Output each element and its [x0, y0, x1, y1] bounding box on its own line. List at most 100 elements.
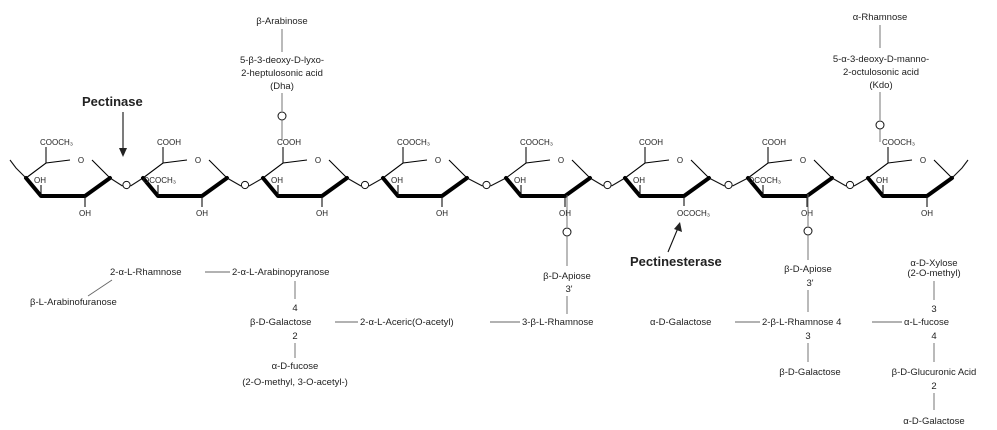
- ring-2-link-oxygen: [240, 180, 250, 190]
- kdo-line1: 5-α-3-deoxy-D-manno-: [833, 54, 929, 65]
- ring-7-front-edge: [746, 176, 834, 198]
- ring-6-c3-label: OH: [633, 176, 645, 185]
- ring-8-front-edge: [866, 176, 954, 198]
- arabinofuranose: β-L-Arabinofuranose: [30, 297, 117, 308]
- left-link-2: 2: [292, 331, 297, 342]
- ring-3-ring-oxygen: O: [315, 156, 321, 165]
- aceric-acid: 2-α-L-Aceric(O-acetyl): [360, 317, 454, 328]
- ring-7-link-right: [853, 177, 869, 187]
- kdo-line2: 2-octulosonic acid: [843, 67, 919, 78]
- ring-1-link-oxygen: [122, 180, 131, 190]
- ring-2-front-edge: [141, 176, 229, 198]
- ring-3-back-right: [328, 159, 348, 179]
- ring-5-ring-oxygen: O: [558, 156, 564, 165]
- ring-6-back-left: [624, 159, 670, 179]
- ring-2-link-right: [248, 177, 264, 187]
- ring-1-c2-label: OH: [79, 209, 91, 218]
- ring-3-link-left: [346, 177, 362, 187]
- pectinase-label: Pectinase: [82, 94, 143, 109]
- ring-3-back-left: [262, 159, 308, 179]
- alpha-l-fucose: α-L-fucose: [904, 317, 949, 328]
- beta-d-glucuronic-acid: β-D-Glucuronic Acid: [892, 367, 977, 378]
- beta-d-galactose-left: β-D-Galactose: [250, 317, 311, 328]
- ring-1-front-edge: [24, 176, 112, 198]
- sugar-ring-chain: O COOCH₃ OH OH O COOH OCOCH₃ OH O COOH OH OH O COOCH₃…: [9, 138, 969, 218]
- alpha-rhamnose-label: α-Rhamnose: [853, 12, 908, 23]
- ring-6-c2-label: OCOCH₃: [677, 209, 710, 218]
- ring-8-carboxyl-label: COOCH₃: [882, 138, 915, 147]
- pectinesterase-label: Pectinesterase: [630, 254, 722, 269]
- pectinase-arrowhead: [119, 148, 127, 157]
- ring-6-link-oxygen: [724, 180, 733, 190]
- ring-7-link-oxygen: [845, 180, 855, 190]
- alpha-d-fucose: α-D-fucose: [272, 361, 319, 372]
- ring-7-back-right: [813, 159, 833, 179]
- ring-5-link-oxygen: [603, 180, 612, 190]
- ring-8-c2-label: OH: [921, 209, 933, 218]
- ring-4-ring-oxygen: O: [435, 156, 441, 165]
- right-link-3: 3: [805, 331, 810, 342]
- ring-4-link-left: [466, 177, 483, 187]
- ring-5-carboxyl-label: COOCH₃: [520, 138, 553, 147]
- beta-d-galactose-right: β-D-Galactose: [779, 367, 840, 378]
- dha-line2: 2-heptulosonic acid: [241, 68, 323, 79]
- ring-4-c3-label: OH: [391, 176, 403, 185]
- ring-4-c2-label: OH: [436, 209, 448, 218]
- ring-2-ring-oxygen: O: [195, 156, 201, 165]
- arabinopyranose: 2-α-L-Arabinopyranose: [232, 267, 329, 278]
- ring-8-c3-label: OH: [876, 176, 888, 185]
- ring-4-link-right: [490, 177, 507, 187]
- beta-d-apiose-right: β-D-Apiose: [784, 264, 832, 275]
- ring-4-back-right: [448, 159, 468, 179]
- beta-arabinose-label: β-Arabinose: [256, 16, 307, 27]
- ring-1-carboxyl-label: COOCH₃: [40, 138, 73, 147]
- beta-d-apiose-mid: β-D-Apiose: [543, 271, 591, 282]
- rhamnose-3b: 3-β-L-Rhamnose: [522, 317, 593, 328]
- ring-3-link-right: [368, 177, 384, 187]
- dha-line1: 5-β-3-deoxy-D-lyxo-: [240, 55, 324, 66]
- alpha-d-galactose-right: α-D-Galactose: [650, 317, 711, 328]
- xylose-link-3: 3: [931, 304, 936, 315]
- ring-7-c3-label: OCOCH₃: [748, 176, 781, 185]
- ring-1-link-right: [130, 177, 144, 187]
- fucose-link-4: 4: [931, 331, 936, 342]
- kdo-abbr: (Kdo): [869, 80, 892, 91]
- ring-2-carboxyl-label: COOH: [157, 138, 181, 147]
- glucuronic-link-2: 2: [931, 381, 936, 392]
- ring-7-link-left: [831, 177, 847, 187]
- ring-5-link-left: [589, 177, 604, 187]
- rhamnose-2b-right: 2-β-L-Rhamnose 4: [762, 317, 841, 328]
- ring-1-link-left: [109, 177, 123, 187]
- xylose-modification: (2-O-methyl): [907, 268, 960, 279]
- alpha-d-galactose-bottom: α-D-Galactose: [903, 416, 964, 427]
- pectinesterase-arrowhead: [674, 222, 682, 232]
- ring-6-ring-oxygen: O: [677, 156, 683, 165]
- ring-3-carboxyl-label: COOH: [277, 138, 301, 147]
- right-link-3p: 3': [806, 278, 813, 289]
- ring-6-carboxyl-label: COOH: [639, 138, 663, 147]
- ring-6-link-left: [708, 177, 725, 187]
- ring-2-c2-label: OH: [196, 209, 208, 218]
- ring-2-back-right: [208, 159, 228, 179]
- ring-4-link-oxygen: [482, 180, 491, 190]
- ring-1-c3-label: OH: [34, 176, 46, 185]
- ring-6-front-edge: [623, 176, 711, 198]
- chain-end-left: [9, 159, 27, 179]
- rhamnose-2a: 2-α-L-Rhamnose: [110, 267, 182, 278]
- dha-abbr: (Dha): [270, 81, 294, 92]
- ring-1-back-right: [91, 159, 111, 179]
- right-oxygen: [803, 226, 813, 236]
- ring-5-back-right: [571, 159, 591, 179]
- ring-7-carboxyl-label: COOH: [762, 138, 786, 147]
- fucose-modifications: (2-O-methyl, 3-O-acetyl-): [242, 377, 348, 388]
- top-right-oxygen: [875, 120, 885, 130]
- ring-6-back-right: [690, 159, 710, 179]
- ring-4-carboxyl-label: COOCH₃: [397, 138, 430, 147]
- ring-2-c3-label: OCOCH₃: [143, 176, 176, 185]
- chain-end-right: [951, 159, 969, 179]
- ring-2-link-left: [226, 177, 242, 187]
- ring-5-link-right: [611, 177, 626, 187]
- ring-8-back-left: [867, 159, 913, 179]
- mid-link-3: 3': [565, 284, 572, 295]
- ring-5-back-left: [505, 159, 551, 179]
